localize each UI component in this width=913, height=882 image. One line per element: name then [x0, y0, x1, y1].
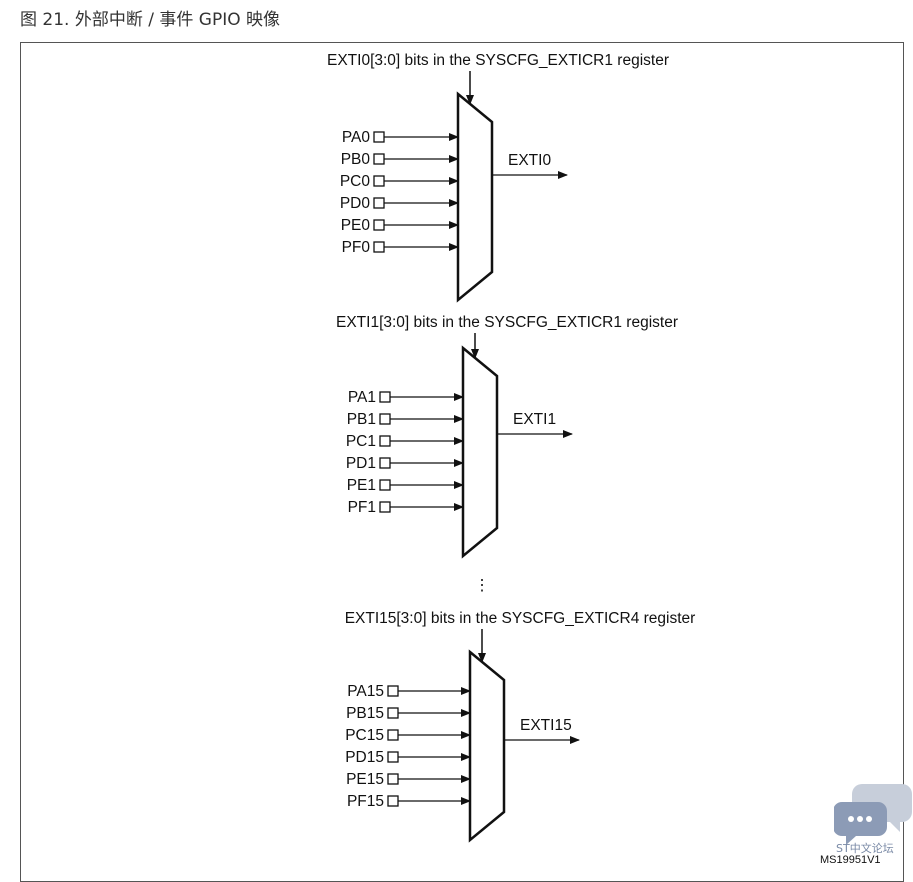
pin-square-icon [387, 751, 399, 763]
mux-block-1: EXTI1[3:0] bits in the SYSCFG_EXTICR1 re… [336, 314, 678, 559]
pin-square-icon [387, 773, 399, 785]
gpio-pin-label: PA1 [348, 389, 376, 406]
gpio-pin-label: PF1 [348, 499, 376, 516]
gpio-pin-label: PC1 [346, 433, 376, 450]
pin-square-icon [379, 457, 391, 469]
pin-square-icon [373, 131, 385, 143]
exti-output-label: EXTI0 [508, 152, 551, 169]
figure-caption: 图 21. 外部中断 / 事件 GPIO 映像 [20, 10, 281, 30]
mux-block-2: EXTI15[3:0] bits in the SYSCFG_EXTICR4 r… [345, 610, 696, 843]
register-label: EXTI0[3:0] bits in the SYSCFG_EXTICR1 re… [327, 52, 669, 69]
pin-square-icon [387, 795, 399, 807]
gpio-pin-label: PE0 [341, 217, 371, 234]
pin-square-icon [373, 153, 385, 165]
pin-square-icon [373, 219, 385, 231]
gpio-pin-label: PD15 [345, 749, 384, 766]
exti-output-label: EXTI15 [520, 717, 572, 734]
register-label: EXTI15[3:0] bits in the SYSCFG_EXTICR4 r… [345, 610, 696, 627]
gpio-pin-label: PF15 [347, 793, 384, 810]
mux-block-0: EXTI0[3:0] bits in the SYSCFG_EXTICR1 re… [327, 52, 669, 303]
multiplexer-shape [456, 91, 494, 303]
pin-square-icon [379, 435, 391, 447]
pin-square-icon [373, 175, 385, 187]
pin-square-icon [379, 479, 391, 491]
multiplexer-shape [468, 649, 506, 843]
pin-square-icon [379, 391, 391, 403]
pin-square-icon [373, 197, 385, 209]
multiplexer-shape [461, 345, 499, 559]
pin-square-icon [387, 707, 399, 719]
gpio-pin-label: PE1 [347, 477, 376, 494]
pin-square-icon [387, 729, 399, 741]
gpio-pin-label: PB15 [346, 705, 384, 722]
pin-square-icon [387, 685, 399, 697]
forum-chat-icon [834, 778, 913, 864]
pin-square-icon [379, 413, 391, 425]
ellipsis-vertical: ⋮ [474, 577, 490, 594]
gpio-pin-label: PB0 [341, 151, 371, 168]
gpio-pin-label: PC0 [340, 173, 371, 190]
pin-square-icon [373, 241, 385, 253]
gpio-pin-label: PA15 [347, 683, 384, 700]
register-label: EXTI1[3:0] bits in the SYSCFG_EXTICR1 re… [336, 314, 678, 331]
watermark-text: ST中文论坛 [836, 842, 894, 855]
gpio-pin-label: PD0 [340, 195, 371, 212]
document-id: MS19951V1 [820, 854, 881, 866]
gpio-pin-label: PA0 [342, 129, 371, 146]
gpio-pin-label: PF0 [342, 239, 371, 256]
gpio-pin-label: PE15 [346, 771, 384, 788]
gpio-pin-label: PB1 [347, 411, 376, 428]
pin-square-icon [379, 501, 391, 513]
exti-output-label: EXTI1 [513, 411, 556, 428]
gpio-pin-label: PC15 [345, 727, 384, 744]
gpio-pin-label: PD1 [346, 455, 376, 472]
exti-mux-diagram: EXTI0[3:0] bits in the SYSCFG_EXTICR1 re… [327, 52, 696, 843]
